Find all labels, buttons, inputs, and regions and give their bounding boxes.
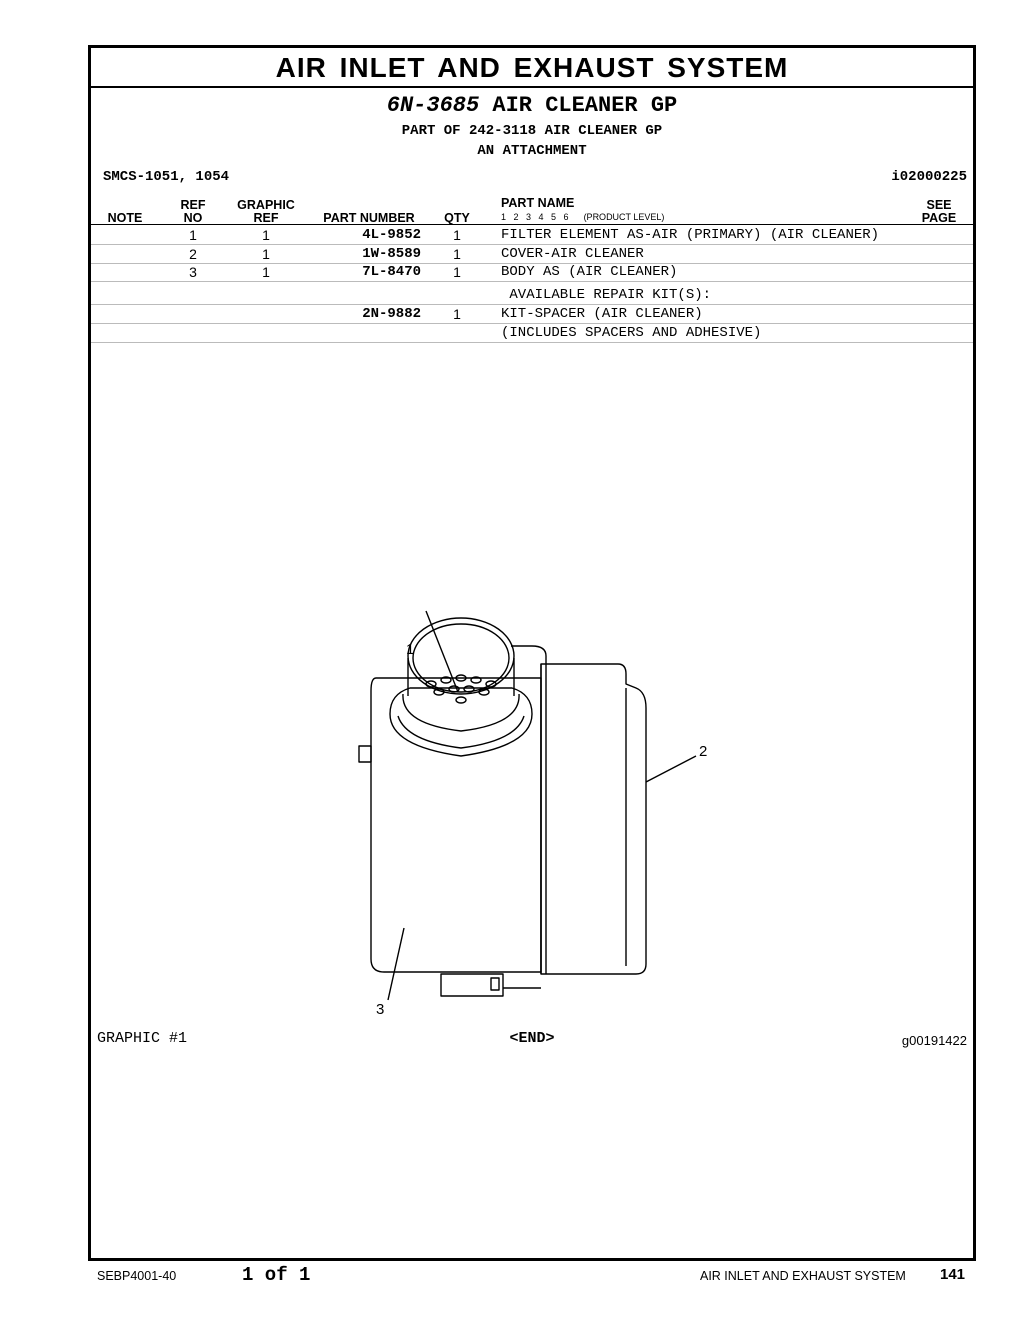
group-subtitle-1: PART OF 242-3118 AIR CLEANER GP [401, 123, 663, 139]
body-outline [370, 677, 542, 973]
group-subtitle-2: AN ATTACHMENT [477, 143, 587, 159]
smcs-codes: SMCS-1051, 1054 [103, 169, 230, 185]
graphic-ref: 1 [262, 264, 270, 280]
qty: 1 [453, 264, 461, 280]
header-note: NOTE [107, 211, 143, 225]
table-row: 2N-9882 1 KIT-SPACER (AIR CLEANER) [91, 305, 973, 324]
air-cleaner-illustration: 1 2 3 [358, 610, 707, 1016]
callout-1-leader [425, 610, 459, 693]
table-row: 2 1 1W-8589 1 COVER-AIR CLEANER [91, 245, 973, 264]
table-row: 3 1 7L-8470 1 BODY AS (AIR CLEANER) [91, 263, 973, 282]
graphic-ref: 1 [262, 227, 270, 243]
graphic-ref: 1 [262, 246, 270, 262]
graphic-id: g00191422 [901, 1033, 967, 1048]
part-name: FILTER ELEMENT AS-AIR (PRIMARY) (AIR CLE… [501, 227, 880, 243]
side-tab [358, 745, 372, 763]
repair-kits-heading-row: AVAILABLE REPAIR KIT(S): [91, 286, 973, 305]
section-title: AIR INLET AND EXHAUST SYSTEM [91, 48, 973, 88]
page-frame: AIR INLET AND EXHAUST SYSTEM 6N-3685 AIR… [88, 45, 976, 1261]
intake-opening [407, 617, 515, 695]
part-number: 7L-8470 [362, 264, 421, 280]
footer-page-number: 141 [940, 1266, 966, 1283]
footer-section-title: AIR INLET AND EXHAUST SYSTEM [700, 1269, 906, 1283]
bottom-bracket [440, 973, 504, 997]
part-name: KIT-SPACER (AIR CLEANER) [501, 306, 703, 322]
end-marker: <END> [509, 1030, 555, 1047]
header-product-levels: 1 2 3 4 5 6 (PRODUCT LEVEL) [501, 212, 665, 222]
callout-2-leader [645, 755, 697, 783]
table-row: 1 1 4L-9852 1 FILTER ELEMENT AS-AIR (PRI… [91, 226, 973, 245]
cover-outline [540, 663, 647, 975]
footer-doc-number: SEBP4001-40 [97, 1269, 177, 1283]
filter-holes [425, 674, 497, 704]
part-name: BODY AS (AIR CLEANER) [501, 264, 678, 280]
ref-no: 1 [189, 227, 197, 243]
repair-kits-label: AVAILABLE REPAIR KIT(S): [501, 287, 712, 303]
callout-3: 3 [376, 1001, 384, 1016]
header-rule [91, 224, 973, 225]
ref-no: 3 [189, 264, 197, 280]
intake-collar [389, 687, 533, 757]
callout-3-leader [387, 927, 405, 1001]
qty: 1 [453, 306, 461, 322]
graphic-label: GRAPHIC #1 [97, 1030, 188, 1047]
part-name: COVER-AIR CLEANER [501, 246, 644, 262]
ref-no: 2 [189, 246, 197, 262]
kit-note: (INCLUDES SPACERS AND ADHESIVE) [501, 325, 762, 341]
header-qty: QTY [444, 211, 470, 225]
document-id: i02000225 [891, 169, 967, 185]
header-part-number: PART NUMBER [323, 211, 415, 225]
part-number: 1W-8589 [362, 246, 421, 262]
header-part-name: PART NAME [501, 196, 575, 210]
part-number: 2N-9882 [362, 306, 421, 322]
qty: 1 [453, 227, 461, 243]
callout-2: 2 [699, 743, 707, 760]
kit-note-row: (INCLUDES SPACERS AND ADHESIVE) [91, 324, 973, 343]
group-title: 6N-3685 AIR CLEANER GP [91, 92, 973, 120]
qty: 1 [453, 246, 461, 262]
part-number: 4L-9852 [362, 227, 421, 243]
group-name: AIR CLEANER GP [492, 93, 678, 118]
footer-page-of: 1 of 1 [242, 1264, 311, 1286]
callout-1: 1 [406, 641, 414, 658]
group-part-number: 6N-3685 [386, 93, 480, 118]
